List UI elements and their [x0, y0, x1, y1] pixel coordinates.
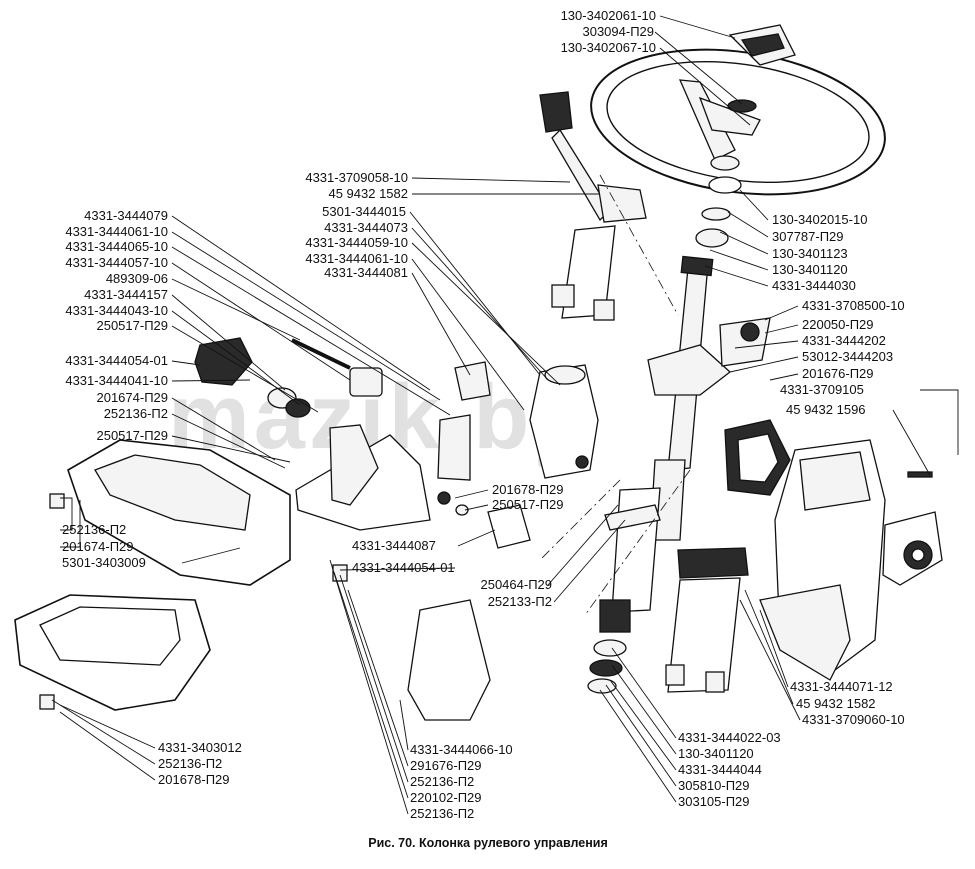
tray-illustration: [14, 439, 491, 721]
part-label: 201678-П29: [158, 772, 230, 787]
part-label: 4331-3444061-10: [305, 251, 408, 266]
part-label: 201678-П29: [492, 482, 564, 497]
part-label: 252133-П2: [488, 594, 552, 609]
part-label: 45 9432 1582: [328, 186, 408, 201]
part-label: 4331-3444157: [84, 287, 168, 302]
part-label: 252136-П2: [410, 774, 474, 789]
part-label: 303105-П29: [678, 794, 750, 809]
part-label: 201674-П29: [62, 539, 134, 554]
part-label: 4331-3444073: [324, 220, 408, 235]
part-label: 4331-3444202: [802, 333, 886, 348]
part-label: 201676-П29: [802, 366, 874, 381]
part-label: 252136-П2: [410, 806, 474, 821]
part-label: 5301-3403009: [62, 555, 146, 570]
part-label: 4331-3444066-10: [410, 742, 513, 757]
parts-drawing: [14, 24, 943, 721]
column-shroud-illustration: [724, 419, 943, 681]
part-label: 4331-3444054-01: [352, 560, 455, 575]
figure-caption: Рис. 70. Колонка рулевого управления: [368, 836, 608, 850]
part-labels: 130-3402061-10 303094-П29 130-3402067-10…: [62, 8, 905, 821]
part-label: 4331-3709058-10: [305, 170, 408, 185]
small-parts-illustration: [39, 337, 933, 710]
part-label: 45 9432 1582: [796, 696, 876, 711]
steering-wheel-illustration: [590, 24, 886, 196]
part-label: 250517-П29: [96, 318, 168, 333]
part-label: 250517-П29: [96, 428, 168, 443]
part-label: 305810-П29: [678, 778, 750, 793]
part-label: 250464-П29: [480, 577, 552, 592]
part-label: 250517-П29: [492, 497, 564, 512]
part-label: 53012-3444203: [802, 349, 893, 364]
part-label: 4331-3709105: [780, 382, 864, 397]
bracket-illustration: [295, 361, 599, 531]
part-label: 130-3402067-10: [561, 40, 656, 55]
part-label: 4331-3444057-10: [65, 255, 168, 270]
part-label: 5301-3444015: [322, 204, 406, 219]
part-label: 4331-3709060-10: [802, 712, 905, 727]
part-label: 291676-П29: [410, 758, 482, 773]
part-label: 130-3401123: [772, 246, 848, 261]
part-label: 220050-П29: [802, 317, 874, 332]
part-label: 4331-3444061-10: [65, 224, 168, 239]
part-label: 4331-3444054-01: [65, 353, 168, 368]
part-label: 201674-П29: [96, 390, 168, 405]
part-label: 4331-3708500-10: [802, 298, 905, 313]
part-label: 4331-3403012: [158, 740, 242, 755]
part-label: 4331-3444041-10: [65, 373, 168, 388]
part-label: 130-3401120: [678, 746, 754, 761]
part-label: 4331-3444044: [678, 762, 762, 777]
part-label: 4331-3444043-10: [65, 303, 168, 318]
part-label: 45 9432 1596: [786, 402, 866, 417]
part-label: 252136-П2: [62, 522, 126, 537]
part-label: 252136-П2: [104, 406, 168, 421]
part-label: 4331-3444079: [84, 208, 168, 223]
steering-shaft-illustration: [647, 207, 771, 541]
lower-column-illustration: [587, 487, 661, 694]
part-label: 4331-3444022-03: [678, 730, 781, 745]
part-label: 252136-П2: [158, 756, 222, 771]
part-label: 4331-3444065-10: [65, 239, 168, 254]
part-label: 489309-06: [106, 271, 168, 286]
part-label: 307787-П29: [772, 229, 844, 244]
leader-lines: [51, 15, 959, 815]
part-label: 130-3401120: [772, 262, 848, 277]
upper-switch-illustration: [539, 91, 647, 321]
part-label: 4331-3444059-10: [305, 235, 408, 250]
part-label: 130-3402015-10: [772, 212, 867, 227]
lower-switch-illustration: [665, 547, 749, 693]
part-label: 130-3402061-10: [561, 8, 656, 23]
part-label: 4331-3444087: [352, 538, 436, 553]
part-label: 303094-П29: [582, 24, 654, 39]
part-label: 4331-3444071-12: [790, 679, 893, 694]
part-label: 4331-3444030: [772, 278, 856, 293]
part-label: 4331-3444081: [324, 265, 408, 280]
part-label: 220102-П29: [410, 790, 482, 805]
